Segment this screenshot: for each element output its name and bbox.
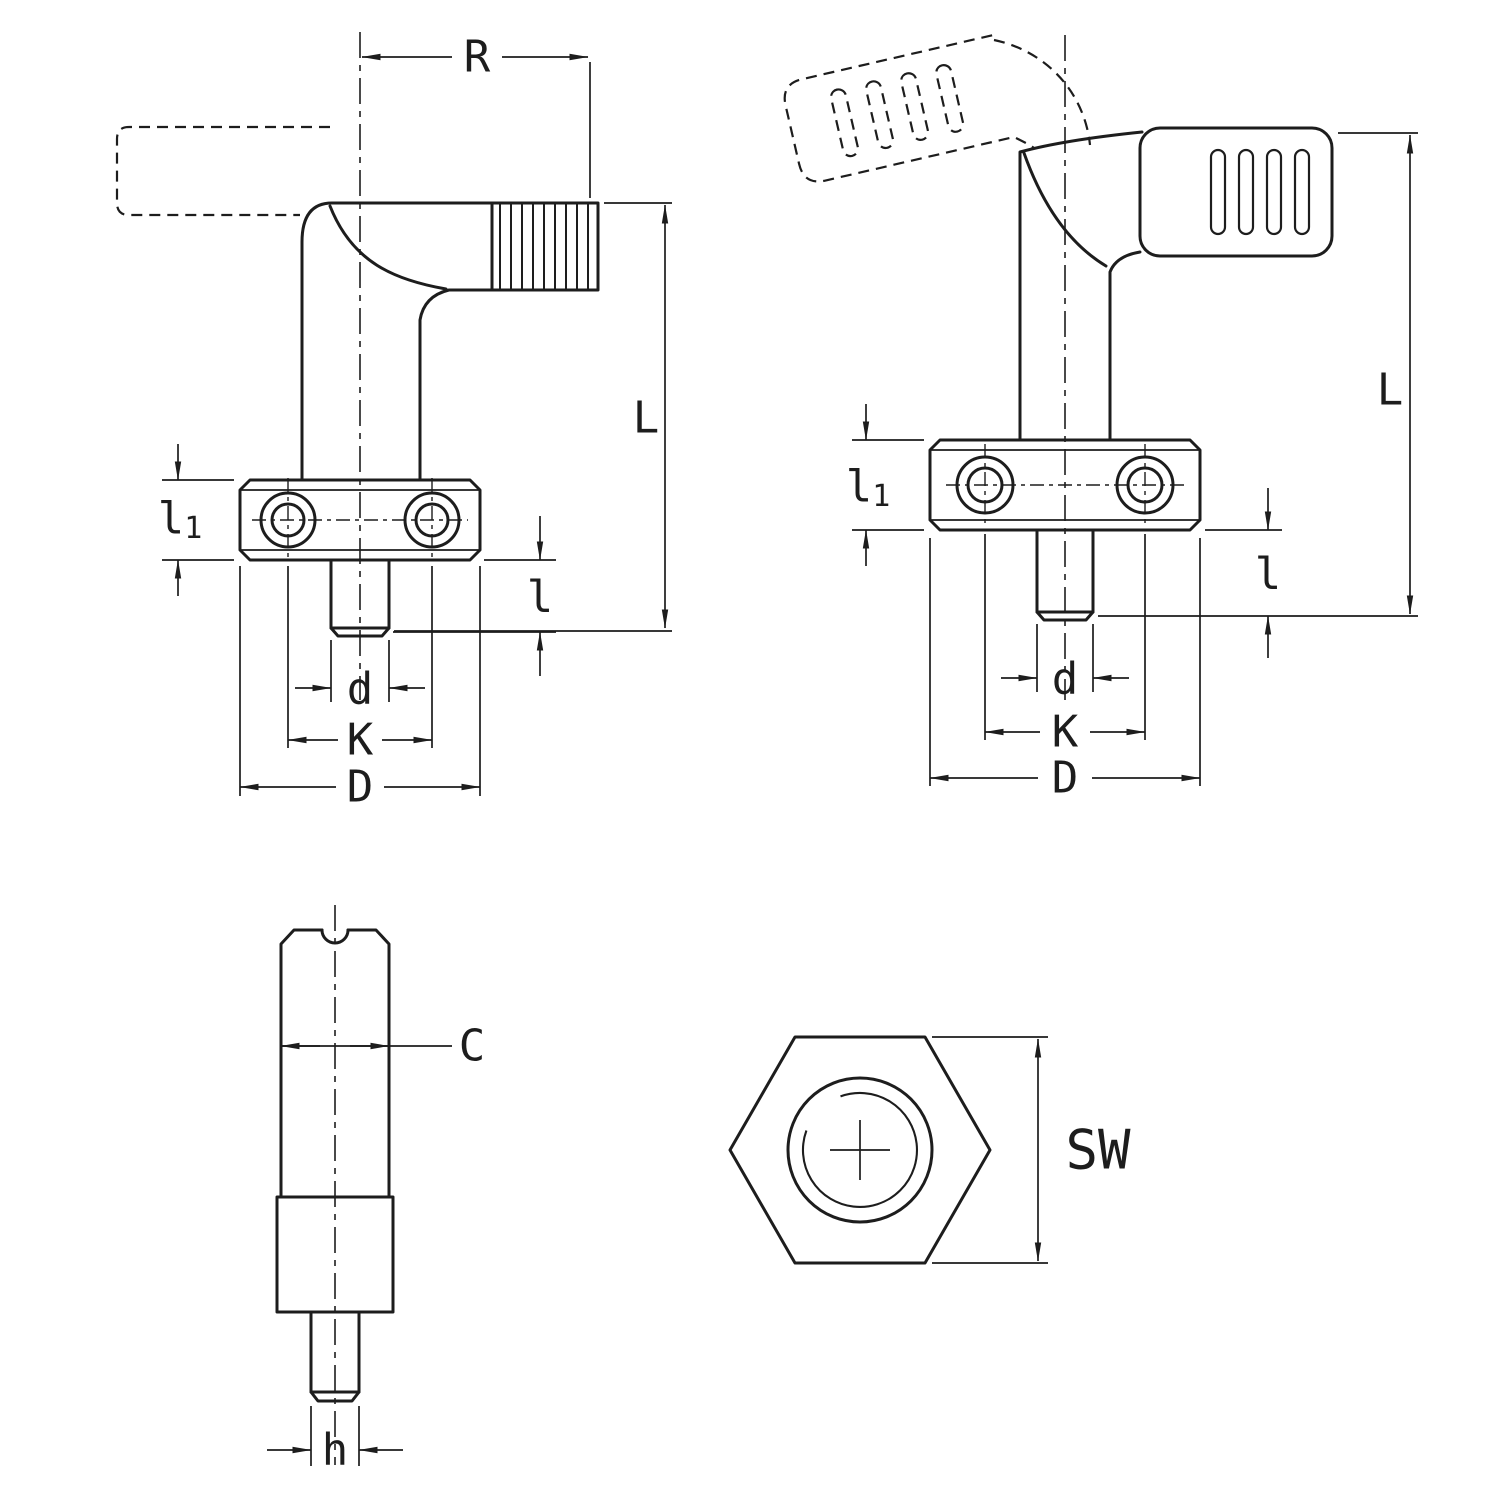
hex-nut-outline	[728, 1035, 992, 1265]
ext-lines-h	[310, 1406, 360, 1466]
dim-label-K: K	[347, 715, 374, 766]
ext-lines-l1	[162, 479, 234, 561]
view-side-lever-horizontal: R L l1 l d K D	[115, 32, 672, 813]
ext-lines-l	[393, 559, 556, 633]
top-notch-arc	[320, 928, 350, 945]
lever-alternate-neck-dashed-top	[993, 38, 1092, 146]
dim-label-h: h	[322, 1425, 349, 1476]
dim-label-d: d	[1052, 654, 1079, 705]
hole-centermarks	[946, 444, 1184, 526]
dim-label-l: l	[1255, 549, 1282, 600]
pin-outline	[1035, 528, 1095, 622]
lever-thread-lines	[499, 203, 589, 290]
body-and-lever-outline	[300, 201, 600, 482]
cam-transition-curve	[328, 204, 448, 291]
dim-label-l1-subscript: 1	[872, 479, 890, 514]
dim-label-l1: l1	[158, 493, 203, 546]
grip-slot-dashed-2	[865, 80, 895, 150]
flange-chamfer-lines	[240, 489, 480, 551]
grip-slot-dashed-3	[900, 72, 930, 141]
flange-outline	[238, 478, 482, 562]
view-side-lever-engaged: L l1 l d K D	[783, 34, 1418, 804]
cam-transition-curve	[1022, 151, 1108, 268]
dim-label-l: l	[527, 572, 554, 623]
dim-label-l1-main: l	[846, 461, 873, 512]
dim-label-L: L	[633, 393, 660, 444]
dim-label-R: R	[464, 32, 491, 83]
flange-chamfer-lines	[930, 449, 1200, 521]
ext-lines-D	[929, 538, 1201, 786]
ext-lines-K	[984, 534, 1146, 740]
ext-lines-d	[330, 640, 390, 702]
ext-lines-D	[239, 566, 481, 796]
center-crosshair	[830, 1120, 890, 1180]
dim-label-C: C	[459, 1021, 486, 1072]
pin-outline	[309, 1310, 361, 1403]
grip-slot-2	[1237, 148, 1255, 236]
dim-label-D: D	[347, 762, 374, 813]
ext-lines-L	[1098, 132, 1418, 617]
dim-label-SW: SW	[1065, 1119, 1131, 1182]
flange-outline	[928, 438, 1202, 532]
grip-slot-4	[1293, 148, 1311, 236]
body-left-and-neck-top	[1018, 130, 1144, 442]
hole-centermarks	[252, 478, 468, 562]
lever-alternate-neck-dashed-bottom	[1015, 137, 1035, 149]
lever-alternate-position-dashed	[115, 125, 330, 217]
ext-lines-L	[394, 202, 672, 632]
lever-alternate-position-group	[783, 34, 1016, 183]
grip-slot-dashed-1	[829, 88, 860, 158]
lever-grip-outline	[1138, 126, 1334, 258]
bore-chamfer-arc	[801, 1091, 918, 1208]
grip-slot-3	[1265, 148, 1283, 236]
dim-label-d: d	[347, 664, 374, 715]
dim-label-L: L	[1377, 365, 1404, 416]
ext-lines-K	[287, 566, 433, 748]
pin-outline	[329, 558, 391, 638]
collar-outline	[275, 1195, 395, 1314]
dim-label-l1-main: l	[158, 493, 185, 544]
view-pin-detail: C h	[267, 905, 485, 1476]
lever-alternate-outline-dashed	[783, 34, 1016, 183]
view-hex-nut-top: SW	[728, 1035, 1131, 1265]
bore-circle	[786, 1076, 934, 1224]
plunger-body-outline	[279, 928, 391, 1199]
dim-label-K: K	[1052, 707, 1079, 758]
ext-lines-SW	[932, 1036, 1048, 1264]
grip-slot-dashed-4	[935, 64, 965, 133]
dim-label-l1: l1	[846, 461, 891, 514]
grip-slot-1	[1209, 148, 1227, 236]
neck-bottom-and-body-right	[1108, 250, 1142, 442]
dim-label-D: D	[1052, 753, 1079, 804]
dim-label-l1-subscript: 1	[184, 511, 202, 546]
